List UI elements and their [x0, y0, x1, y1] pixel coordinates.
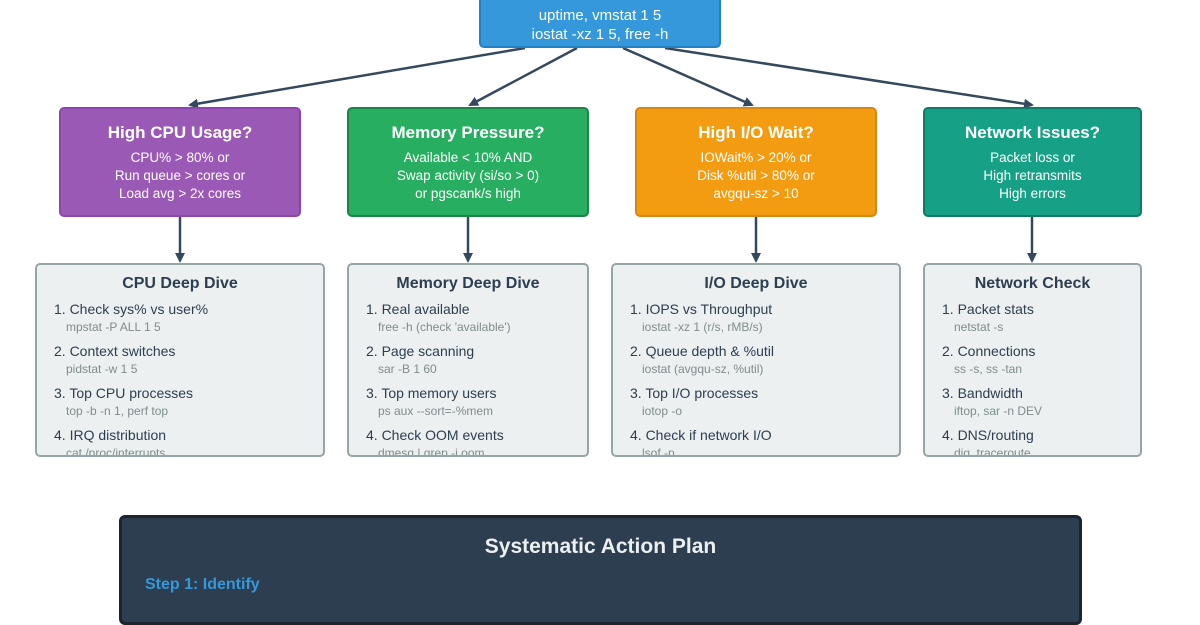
- dive-command: lsof -p: [642, 446, 675, 457]
- dive-command: pidstat -w 1 5: [66, 362, 138, 376]
- dive-step: 3. Top CPU processes: [54, 385, 194, 401]
- category-title: Network Issues?: [964, 123, 1101, 142]
- dive-step: 2. Page scanning: [366, 343, 475, 359]
- dive-command: iostat -xz 1 (r/s, rMB/s): [642, 320, 763, 334]
- dive-title: Network Check: [974, 275, 1091, 292]
- dive-title: I/O Deep Dive: [704, 275, 808, 292]
- dive-command: dmesg | grep -i oom: [378, 446, 485, 457]
- dive-network: Network Check 1. Packet stats netstat -s…: [923, 263, 1142, 457]
- dive-step: 4. Check if network I/O: [630, 427, 772, 443]
- category-line: CPU% > 80% or: [130, 150, 230, 165]
- dive-command: cat /proc/interrupts: [66, 446, 166, 457]
- dive-command: top -b -n 1, perf top: [66, 404, 169, 418]
- dive-command: free -h (check 'available'): [378, 320, 511, 334]
- category-line: Disk %util > 80% or: [697, 168, 815, 183]
- root-line: uptime, vmstat 1 5: [538, 7, 662, 24]
- category-line: Packet loss or: [990, 150, 1075, 165]
- action-plan-panel: Systematic Action Plan Step 1: Identify: [119, 515, 1082, 625]
- category-line: IOWait% > 20% or: [700, 150, 812, 165]
- category-line: Swap activity (si/so > 0): [396, 168, 540, 183]
- dive-command: iotop -o: [642, 404, 683, 418]
- dive-title: Memory Deep Dive: [396, 275, 540, 292]
- category-memory: Memory Pressure? Available < 10% AND Swa…: [347, 107, 589, 217]
- category-line: Run queue > cores or: [114, 168, 246, 183]
- root-line: iostat -xz 1 5, free -h: [531, 26, 669, 43]
- category-line: High errors: [999, 186, 1066, 201]
- category-line: Load avg > 2x cores: [119, 186, 241, 201]
- arrow-root-to-network: [664, 46, 1034, 109]
- category-line: avgqu-sz > 10: [713, 186, 799, 201]
- dive-command: mpstat -P ALL 1 5: [66, 320, 161, 334]
- dive-cpu: CPU Deep Dive 1. Check sys% vs user% mps…: [35, 263, 325, 457]
- arrow-root-to-cpu: [188, 46, 526, 109]
- dive-step: 3. Top memory users: [366, 385, 497, 401]
- category-cpu: High CPU Usage? CPU% > 80% or Run queue …: [59, 107, 301, 217]
- dive-command: netstat -s: [954, 320, 1004, 334]
- dive-title: CPU Deep Dive: [122, 275, 238, 292]
- connector-arrows: [175, 46, 1037, 263]
- root-node-initial-checks: uptime, vmstat 1 5 iostat -xz 1 5, free …: [479, 0, 721, 48]
- category-network: Network Issues? Packet loss or High retr…: [923, 107, 1142, 217]
- dive-step: 1. Real available: [366, 301, 470, 317]
- dive-step: 2. Queue depth & %util: [630, 343, 774, 359]
- category-title: Memory Pressure?: [391, 123, 545, 142]
- arrow-root-to-memory: [468, 46, 578, 107]
- dive-step: 2. Context switches: [54, 343, 176, 359]
- dive-step: 1. IOPS vs Throughput: [630, 301, 773, 317]
- dive-step: 4. IRQ distribution: [54, 427, 167, 443]
- action-plan-title: Systematic Action Plan: [484, 535, 717, 558]
- dive-step: 1. Check sys% vs user%: [54, 301, 209, 317]
- category-line: Available < 10% AND: [403, 150, 533, 165]
- dive-step: 3. Bandwidth: [942, 385, 1023, 401]
- dive-memory: Memory Deep Dive 1. Real available free …: [347, 263, 589, 457]
- dive-step: 3. Top I/O processes: [630, 385, 759, 401]
- dive-step: 2. Connections: [942, 343, 1036, 359]
- dive-command: iftop, sar -n DEV: [954, 404, 1043, 418]
- dive-step: 4. DNS/routing: [942, 427, 1034, 443]
- dive-command: ss -s, ss -tan: [954, 362, 1023, 376]
- dive-step: 1. Packet stats: [942, 301, 1034, 317]
- category-line: High retransmits: [983, 168, 1082, 183]
- dive-command: iostat (avgqu-sz, %util): [642, 362, 764, 376]
- dive-step: 4. Check OOM events: [366, 427, 504, 443]
- category-io: High I/O Wait? IOWait% > 20% or Disk %ut…: [635, 107, 877, 217]
- dive-command: dig, traceroute: [954, 446, 1031, 457]
- dive-io: I/O Deep Dive 1. IOPS vs Throughput iost…: [611, 263, 901, 457]
- action-plan-step-label: Step 1: Identify: [145, 576, 260, 593]
- dive-command: ps aux --sort=-%mem: [378, 404, 494, 418]
- category-line: or pgscank/s high: [415, 186, 521, 201]
- arrow-root-to-io: [622, 46, 754, 107]
- category-title: High CPU Usage?: [107, 123, 253, 142]
- category-title: High I/O Wait?: [698, 123, 814, 142]
- dive-command: sar -B 1 60: [378, 362, 437, 376]
